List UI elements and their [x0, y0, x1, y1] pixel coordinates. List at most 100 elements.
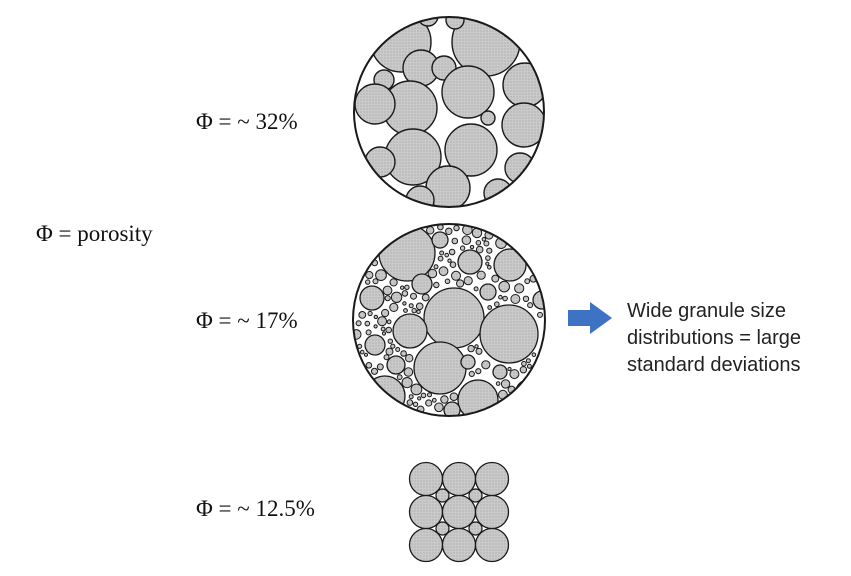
granule [390, 343, 396, 349]
granule [387, 338, 393, 344]
granule [537, 311, 543, 318]
granule [444, 252, 450, 258]
granule [444, 278, 451, 285]
granule [403, 367, 414, 377]
granule [410, 383, 423, 396]
granule [445, 17, 465, 30]
granule [431, 231, 449, 249]
granule [460, 354, 476, 370]
granule [365, 279, 371, 285]
granule [479, 283, 497, 301]
granule [519, 366, 528, 374]
granule [494, 301, 500, 308]
granule [483, 240, 490, 247]
note-line: standard deviations [627, 354, 801, 376]
granule [522, 295, 530, 302]
granule [453, 224, 460, 232]
granule [417, 396, 422, 401]
granule [386, 355, 406, 375]
granule [451, 270, 461, 281]
granule [427, 268, 438, 279]
granule [367, 310, 373, 317]
granule [427, 392, 432, 398]
granule [437, 255, 444, 262]
granule [486, 247, 493, 254]
granule [365, 362, 373, 369]
granule [440, 395, 449, 404]
right-arrow-icon [568, 302, 612, 334]
granule [479, 304, 539, 364]
granule [359, 285, 385, 311]
granule [386, 319, 392, 325]
packing-17-percent [352, 223, 546, 417]
container-circle-middle [352, 223, 546, 417]
granule [435, 488, 450, 503]
granule [385, 326, 393, 334]
granule [426, 226, 435, 235]
granule [364, 146, 396, 178]
granule [449, 392, 459, 402]
granule [392, 313, 428, 349]
granule [359, 349, 365, 355]
granule [445, 227, 453, 236]
granule [468, 370, 475, 377]
granule [468, 488, 483, 503]
granule [383, 354, 390, 361]
container-circle-top [353, 16, 545, 208]
granule [435, 521, 450, 536]
granule [444, 123, 498, 177]
granule [382, 285, 393, 296]
granule [413, 341, 467, 395]
granule [443, 401, 461, 416]
granule [400, 285, 405, 290]
granule [448, 248, 456, 256]
granule [507, 366, 512, 372]
granule [439, 250, 445, 256]
granule [411, 307, 417, 314]
granule [381, 308, 390, 318]
granule [485, 261, 490, 266]
granule [456, 279, 465, 288]
porosity-label-17: Φ = ~ 17% [196, 308, 298, 333]
granule [474, 344, 479, 349]
granule [395, 347, 401, 352]
granule [401, 290, 409, 297]
granule [475, 245, 484, 254]
granule [521, 360, 527, 367]
granule [364, 334, 386, 356]
granule [492, 364, 508, 380]
granule [502, 295, 508, 302]
granule [381, 331, 387, 336]
granule [377, 316, 388, 327]
granule [372, 278, 379, 285]
granule [358, 311, 367, 319]
granule [526, 363, 532, 369]
granule [412, 401, 419, 407]
granule [485, 255, 491, 261]
granule [431, 397, 437, 403]
porosity-legend: Φ = porosity [36, 221, 153, 246]
granule [475, 240, 482, 246]
granule [354, 83, 396, 125]
granule [416, 309, 421, 315]
granule [405, 354, 414, 363]
granule [459, 245, 466, 251]
granule [469, 244, 475, 250]
granule [434, 402, 444, 413]
granule [514, 283, 525, 294]
granule [376, 363, 384, 371]
granule [510, 294, 521, 304]
porosity-label-12-5: Φ = ~ 12.5% [196, 496, 315, 521]
granule [421, 293, 430, 302]
granule [433, 264, 439, 270]
packing-12-5-percent [408, 461, 510, 563]
granule [401, 377, 413, 389]
granule [365, 329, 372, 336]
granule [389, 278, 398, 287]
granule [355, 320, 362, 327]
granule [433, 281, 440, 289]
note-line: distributions = large [627, 327, 801, 349]
granule [408, 394, 414, 400]
granule [461, 235, 472, 245]
granule [438, 266, 449, 277]
